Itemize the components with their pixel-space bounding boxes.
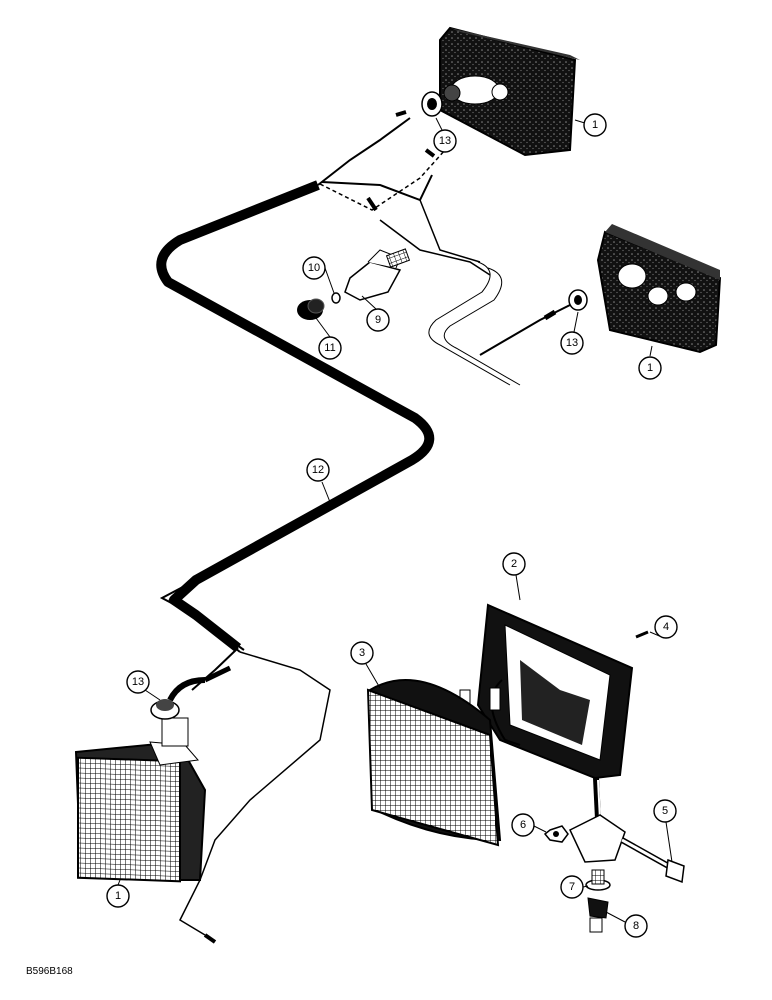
work-lamp-right xyxy=(479,224,722,356)
svg-text:1: 1 xyxy=(592,119,598,131)
wiring-harness xyxy=(156,110,491,936)
svg-text:2: 2 xyxy=(511,558,517,570)
callout-8: 8 xyxy=(624,914,648,938)
svg-text:5: 5 xyxy=(662,805,668,817)
svg-text:6: 6 xyxy=(520,819,526,831)
switch xyxy=(344,248,411,301)
switch-nut xyxy=(331,292,341,304)
svg-text:13: 13 xyxy=(439,135,451,147)
svg-text:7: 7 xyxy=(569,881,575,893)
callout-1: 1 xyxy=(583,113,607,137)
machine-frame-outline xyxy=(428,261,521,386)
callout-10: 10 xyxy=(302,256,326,280)
callout-11: 11 xyxy=(318,336,342,360)
svg-text:9: 9 xyxy=(375,314,381,326)
svg-text:11: 11 xyxy=(324,342,335,354)
callout-4: 4 xyxy=(654,615,678,639)
switch-knob xyxy=(297,298,325,320)
callout-13: 13 xyxy=(560,331,584,355)
svg-text:1: 1 xyxy=(115,890,121,902)
callout-12: 12 xyxy=(306,458,330,482)
svg-text:10: 10 xyxy=(308,262,320,274)
lamp-lens xyxy=(366,679,502,847)
work-lamp-lower-left xyxy=(74,677,217,944)
svg-text:13: 13 xyxy=(132,676,144,688)
callout-1: 1 xyxy=(106,884,130,908)
mounting-post xyxy=(569,777,626,863)
callout-7: 7 xyxy=(560,875,584,899)
callout-5: 5 xyxy=(653,799,677,823)
svg-text:13: 13 xyxy=(566,337,578,349)
callout-13: 13 xyxy=(126,670,150,694)
callout-2: 2 xyxy=(502,552,526,576)
callout-13: 13 xyxy=(433,129,457,153)
work-lamp-upper xyxy=(421,26,580,157)
screw xyxy=(635,630,649,639)
callout-6: 6 xyxy=(511,813,535,837)
svg-text:1: 1 xyxy=(647,362,653,374)
callout-9: 9 xyxy=(366,308,390,332)
lamp-housing xyxy=(459,603,634,780)
svg-text:12: 12 xyxy=(312,464,324,476)
mounting-nut xyxy=(587,897,609,933)
callout-1: 1 xyxy=(638,356,662,380)
washer xyxy=(585,869,611,891)
svg-text:4: 4 xyxy=(663,621,669,633)
figure-reference-code: B596B168 xyxy=(26,966,73,977)
svg-text:8: 8 xyxy=(633,920,639,932)
svg-text:3: 3 xyxy=(359,647,365,659)
callout-3: 3 xyxy=(350,641,374,665)
nut xyxy=(543,825,569,843)
bolt xyxy=(620,837,685,884)
